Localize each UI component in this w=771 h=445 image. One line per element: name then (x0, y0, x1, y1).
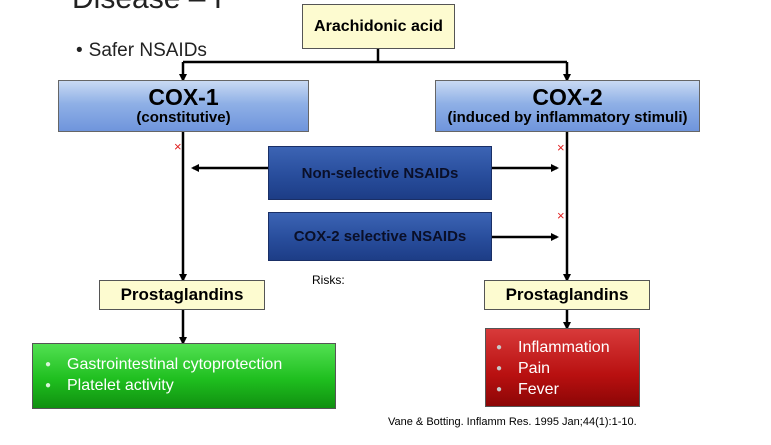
right-effects-box: ● Inflammation ● Pain ● Fever (485, 328, 640, 407)
nonselective-nsaids-box: Non-selective NSAIDs (268, 146, 492, 200)
list-item: ● Fever (496, 379, 639, 400)
cox1-box: COX-1 (constitutive) (58, 80, 309, 132)
bullet-dot-icon: ● (45, 359, 52, 370)
bullet-text: Safer NSAIDs (88, 40, 207, 61)
bullet-dot-icon: ● (45, 380, 52, 391)
inhibition-mark-cox2-nonselective: × (557, 140, 565, 155)
bullet-dot-icon: ● (496, 384, 503, 395)
bullet-point: •Safer NSAIDs (76, 40, 207, 62)
list-item: ● Inflammation (496, 337, 639, 358)
citation: Vane & Botting. Inflamm Res. 1995 Jan;44… (388, 416, 637, 428)
arachidonic-acid-box: Arachidonic acid (302, 4, 455, 49)
cox2-selective-nsaids-box: COX-2 selective NSAIDs (268, 212, 492, 261)
left-effects-box: ● Gastrointestinal cytoprotection ● Platel… (32, 343, 336, 409)
prostaglandins-left-box: Prostaglandins (99, 280, 265, 310)
inhibition-mark-cox1: × (174, 139, 182, 154)
list-item: ● Platelet activity (45, 375, 335, 396)
left-effect-text: Gastrointestinal cytoprotection (67, 355, 283, 373)
right-effect-text: Pain (518, 359, 551, 377)
cox1-subtitle: (constitutive) (136, 109, 231, 126)
bullet-dot-icon: • (76, 40, 83, 61)
risks-label: Risks: (312, 273, 345, 287)
cox1-title: COX-1 (148, 84, 219, 110)
bullet-dot-icon: ● (496, 363, 503, 374)
right-effect-text: Inflammation (518, 338, 610, 356)
cox2-box: COX-2 (induced by inflammatory stimuli) (435, 80, 700, 132)
list-item: ● Gastrointestinal cytoprotection (45, 354, 335, 375)
cox2-subtitle: (induced by inflammatory stimuli) (447, 109, 688, 126)
prostaglandins-right-box: Prostaglandins (484, 280, 650, 310)
bullet-dot-icon: ● (496, 342, 503, 353)
slide-title: Disease – I (72, 0, 222, 16)
cox2-title: COX-2 (532, 84, 603, 110)
list-item: ● Pain (496, 358, 639, 379)
left-effect-text: Platelet activity (67, 376, 174, 394)
inhibition-mark-cox2-selective: × (557, 208, 565, 223)
right-effect-text: Fever (518, 380, 559, 398)
